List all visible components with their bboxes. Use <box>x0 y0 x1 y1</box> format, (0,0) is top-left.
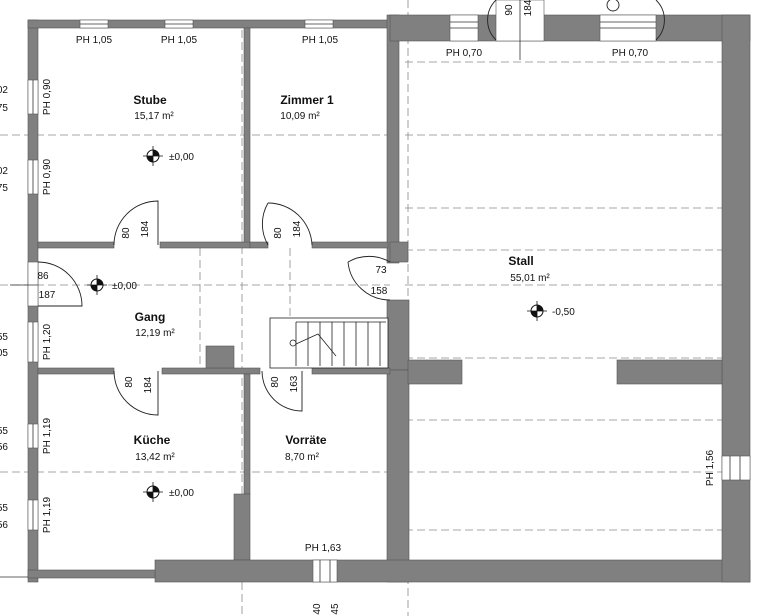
level-marker-icon <box>527 301 547 321</box>
door-dimension: 80 <box>124 376 135 388</box>
window-tag: PH 1,05 <box>76 35 113 46</box>
window-marks <box>0 0 741 582</box>
door-dimension: 45 <box>330 603 341 615</box>
room-area-kueche: 13,42 m² <box>135 452 175 463</box>
svg-text:56: 56 <box>0 442 8 453</box>
svg-text:55: 55 <box>0 426 8 437</box>
room-name-kueche: Küche <box>134 433 171 447</box>
window-tag: PH 0,70 <box>612 48 649 59</box>
window-tag: PH 0,90 <box>42 78 53 115</box>
room-area-zimmer-1: 10,09 m² <box>280 111 320 122</box>
door-dimension: 187 <box>39 290 56 301</box>
door-dimension: 80 <box>273 227 284 239</box>
room-area-stube: 15,17 m² <box>134 111 174 122</box>
window-tag: PH 1,05 <box>302 35 339 46</box>
room-name-vorraete: Vorräte <box>285 433 326 447</box>
level-gang: ±0,00 <box>112 281 137 292</box>
level-marker-icon <box>143 146 163 166</box>
level-marker-icon <box>143 482 163 502</box>
door-dimension: 86 <box>37 271 49 282</box>
door-dimension: 80 <box>121 227 132 239</box>
axis-lines <box>0 0 722 616</box>
door-dimension: 184 <box>140 220 151 237</box>
level-kueche: ±0,00 <box>169 488 194 499</box>
level-markers <box>87 146 547 502</box>
room-area-gang: 12,19 m² <box>135 328 175 339</box>
svg-text:05: 05 <box>0 348 8 359</box>
svg-text:55: 55 <box>0 332 8 343</box>
door-swings <box>37 0 665 416</box>
window-tag: PH 1,63 <box>305 543 342 554</box>
stairs <box>269 317 389 369</box>
svg-text:75: 75 <box>0 103 8 114</box>
svg-text:55: 55 <box>0 503 8 514</box>
door-dimension: 184 <box>523 0 534 16</box>
window-tag: PH 1,20 <box>42 323 53 360</box>
room-name-stall: Stall <box>508 254 533 268</box>
svg-text:02: 02 <box>0 85 8 96</box>
door-dimension: 158 <box>371 286 388 297</box>
window-tag: PH 1,19 <box>42 417 53 454</box>
window-tag: PH 1,05 <box>161 35 198 46</box>
room-name-stube: Stube <box>133 93 167 107</box>
window-tag: PH 0,90 <box>42 158 53 195</box>
room-name-gang: Gang <box>135 310 166 324</box>
window-tag: PH 1,56 <box>705 449 716 486</box>
door-dimension: 90 <box>504 4 515 16</box>
edge-marks: 02 75 02 75 55 05 55 56 55 56 <box>0 85 8 531</box>
door-dimension: 163 <box>289 375 300 392</box>
room-name-zimmer-1: Zimmer 1 <box>280 93 334 107</box>
door-dimension: 40 <box>312 603 323 615</box>
svg-text:02: 02 <box>0 166 8 177</box>
window-tag: PH 1,19 <box>42 496 53 533</box>
room-area-vorraete: 8,70 m² <box>285 452 320 463</box>
level-stube: ±0,00 <box>169 152 194 163</box>
door-dimension: 73 <box>375 265 387 276</box>
window-tag: PH 0,70 <box>446 48 483 59</box>
level-stall: -0,50 <box>552 307 575 318</box>
door-dimension: 184 <box>292 220 303 237</box>
svg-text:56: 56 <box>0 520 8 531</box>
door-dimension: 184 <box>143 376 154 393</box>
level-marker-icon <box>87 275 107 295</box>
room-area-stall: 55,01 m² <box>510 273 550 284</box>
door-dimension: 80 <box>270 376 281 388</box>
svg-text:75: 75 <box>0 183 8 194</box>
